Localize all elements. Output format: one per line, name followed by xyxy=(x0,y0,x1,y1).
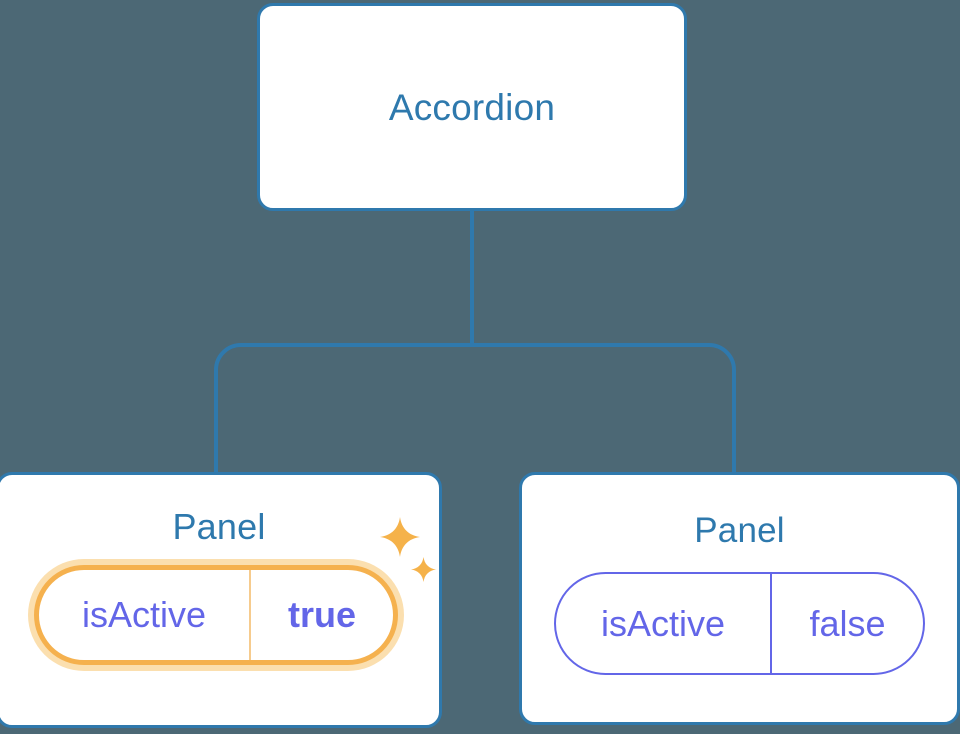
sparkle-icon xyxy=(411,557,436,582)
node-accordion[interactable]: Accordion xyxy=(257,3,687,211)
prop-pill-inactive[interactable]: isActive false xyxy=(554,572,925,675)
prop-value-true: true xyxy=(287,594,356,635)
node-panel-active-title: Panel xyxy=(172,506,266,547)
node-panel-inactive[interactable]: Panel isActive false xyxy=(519,472,960,725)
node-accordion-title: Accordion xyxy=(388,86,556,128)
prop-pill-active-wrapper: isActive true xyxy=(34,517,436,665)
prop-pill-inactive-wrapper: isActive false xyxy=(554,572,925,675)
prop-key-isactive: isActive xyxy=(556,574,772,673)
prop-value-false: false xyxy=(809,602,886,644)
node-panel-active[interactable]: Panel isActive true xyxy=(0,472,442,728)
prop-key-isactive: isActive xyxy=(39,570,251,660)
node-panel-inactive-title: Panel xyxy=(694,511,785,550)
sparkle-icon xyxy=(380,517,420,557)
connector-bus-to-right-panel xyxy=(472,343,736,472)
connector-bus-to-left-panel xyxy=(214,343,472,472)
prop-pill-active[interactable]: isActive true xyxy=(34,565,398,665)
